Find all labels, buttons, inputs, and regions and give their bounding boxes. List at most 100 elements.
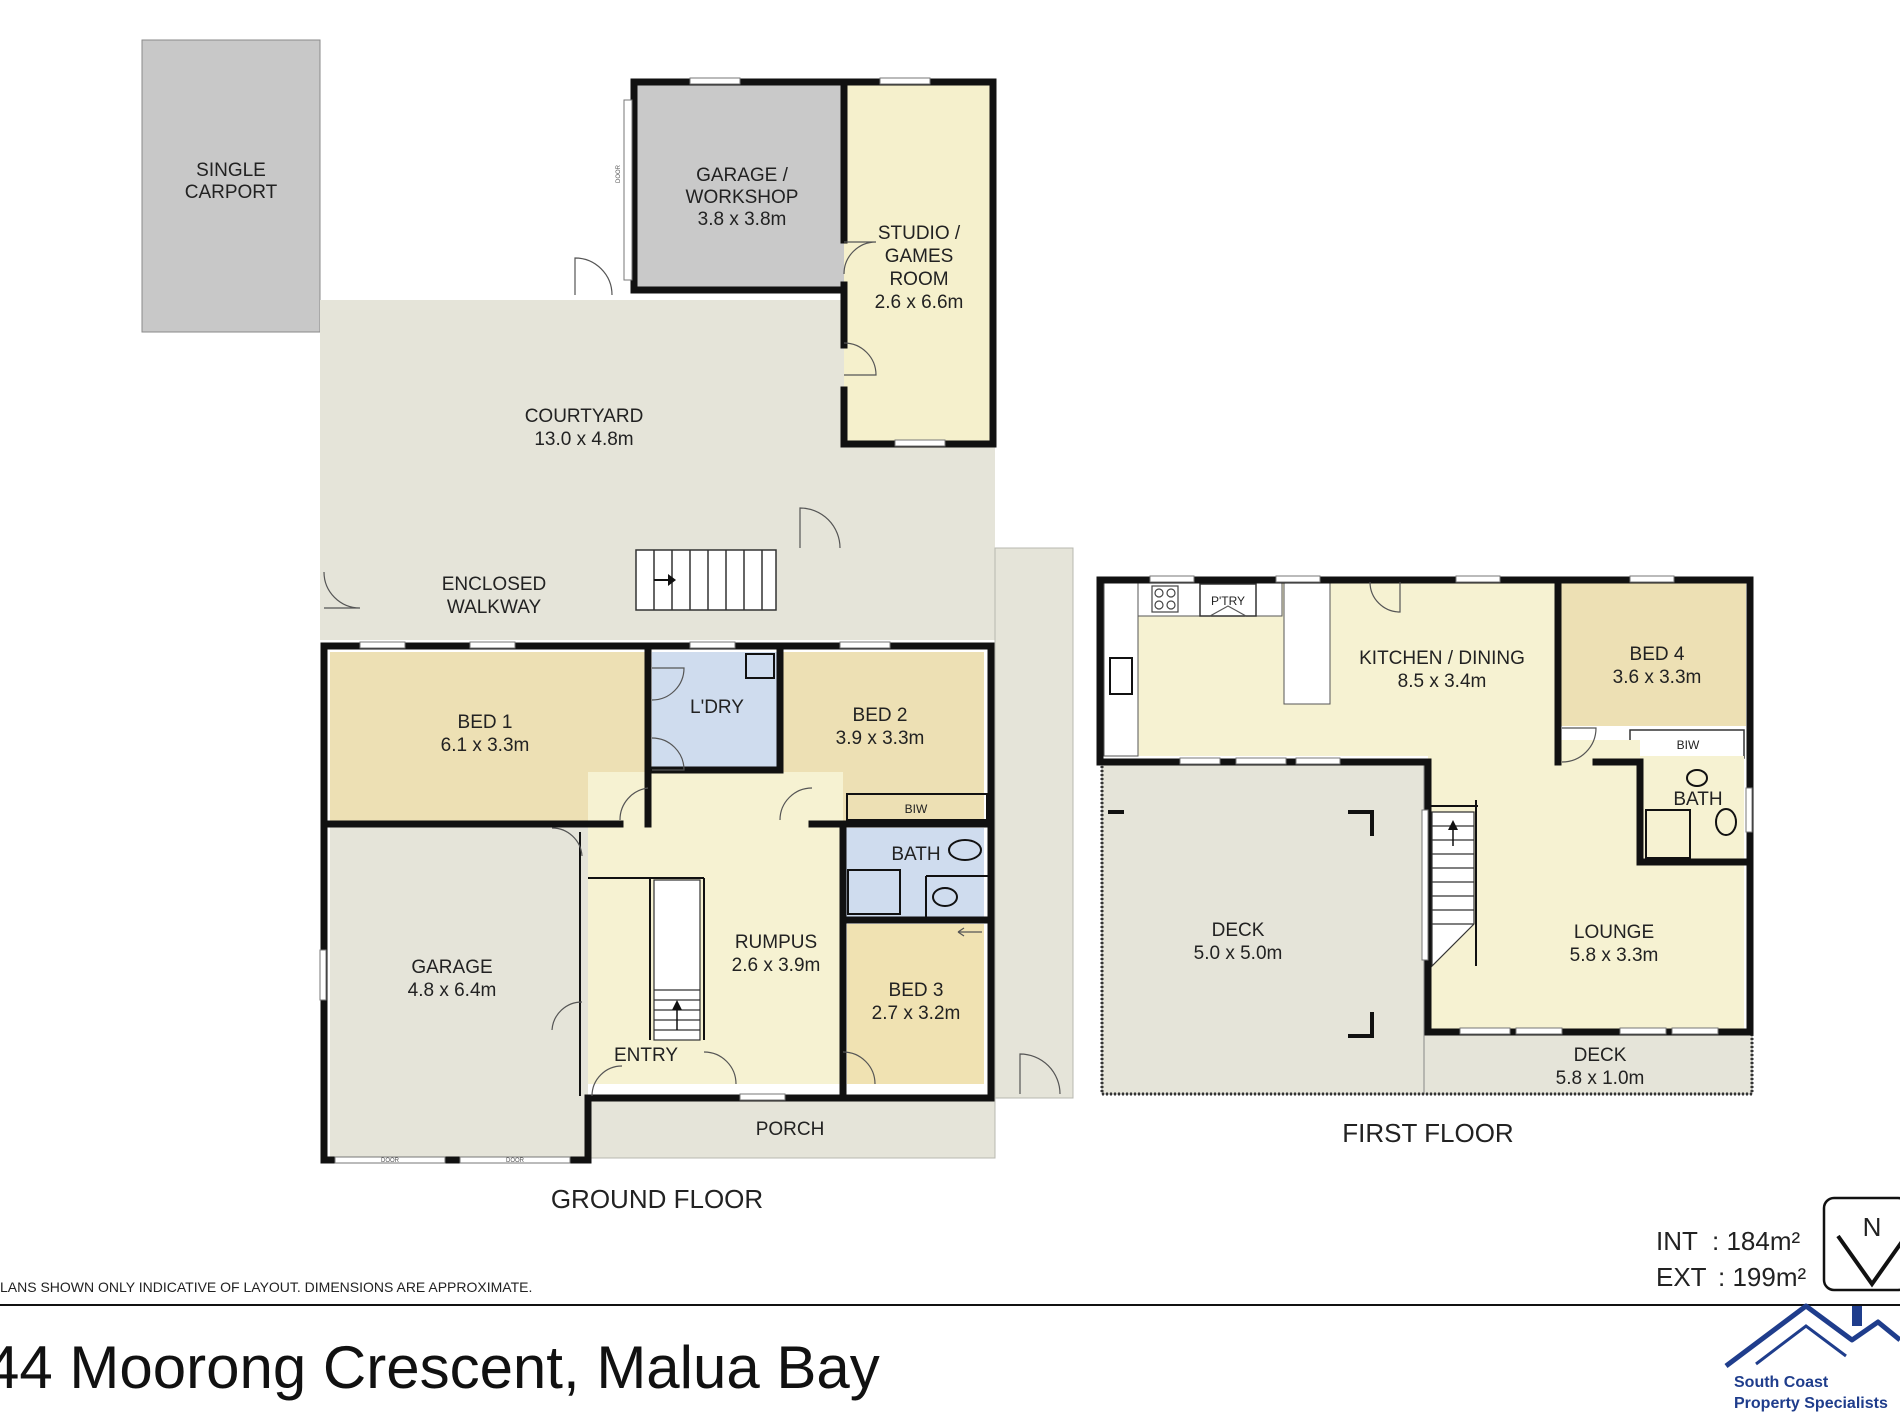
door-swing [551, 827, 583, 857]
door-swing [574, 257, 613, 296]
biw-ground-label: BIW [905, 802, 928, 816]
bed2-size: 3.9 x 3.3m [836, 728, 925, 749]
carport-area [141, 39, 321, 333]
window [469, 641, 516, 649]
door-swing [703, 1051, 737, 1085]
deck-corner-mark [1348, 1012, 1374, 1038]
studio-walls [840, 78, 997, 448]
workshop-side-door [623, 99, 633, 281]
sliding-door [1619, 1027, 1667, 1035]
deck-main-label: DECK [1212, 920, 1265, 941]
door-swing [551, 1001, 583, 1031]
bath-first-label: BATH [1673, 789, 1722, 810]
compass-north-letter: N [1863, 1212, 1882, 1242]
ground-floor-label: GROUND FLOOR [551, 1184, 763, 1214]
bed3-size: 2.7 x 3.2m [872, 1003, 961, 1024]
door-swing [619, 787, 649, 821]
lounge-size: 5.8 x 3.3m [1570, 945, 1659, 966]
bed4-area [1560, 582, 1746, 726]
laundry-area [652, 652, 778, 768]
cooktop [1151, 585, 1179, 613]
ext-area-value: : 199m² [1718, 1262, 1806, 1292]
window [359, 641, 406, 649]
studio-size: 2.6 x 6.6m [875, 292, 964, 313]
door-swing [651, 667, 685, 701]
garage-size: 4.8 x 6.4m [408, 980, 497, 1001]
porch-label: PORCH [756, 1119, 825, 1140]
window [1275, 575, 1321, 583]
entry-label: ENTRY [614, 1045, 678, 1066]
laundry-label: L'DRY [690, 697, 744, 718]
workshop-area [634, 84, 844, 290]
property-address: 44 Moorong Crescent, Malua Bay [0, 1334, 880, 1401]
door-swing [799, 507, 841, 549]
pantry-label: P'TRY [1211, 594, 1245, 608]
biw-first-label: BIW [1677, 738, 1700, 752]
bed3-area [847, 924, 984, 1084]
bed1-size: 6.1 x 3.3m [441, 735, 530, 756]
deck-front-size: 5.8 x 1.0m [1556, 1068, 1645, 1089]
door-mark: DOOR [506, 1158, 525, 1164]
walkway-side-area [994, 547, 1074, 1099]
walkway-label-1: ENCLOSED [442, 574, 547, 595]
workshop-label-1: GARAGE / [696, 165, 789, 186]
door-arrow [957, 927, 982, 937]
pantry-area [1199, 583, 1257, 617]
studio-label-3: ROOM [889, 269, 948, 290]
window [894, 439, 946, 447]
agency-logo [1724, 1303, 1900, 1368]
garage-area [330, 826, 588, 1162]
kitchen-label: KITCHEN / DINING [1359, 648, 1525, 669]
door-mark: DOOR [616, 164, 622, 183]
garage-roller-door [459, 1156, 571, 1164]
window [879, 77, 931, 85]
deck-front-area [1423, 1033, 1753, 1095]
garage-roller-door [334, 1156, 446, 1164]
window [1629, 575, 1675, 583]
window [319, 949, 327, 1001]
toilet [1715, 808, 1737, 836]
logo-line-2: Property Specialists [1734, 1395, 1888, 1412]
window [739, 1093, 786, 1101]
courtyard-size: 13.0 x 4.8m [534, 429, 633, 450]
window [689, 77, 741, 85]
door-swing [323, 571, 361, 609]
rumpus-size: 2.6 x 3.9m [732, 955, 821, 976]
garage-label: GARAGE [411, 957, 492, 978]
disclaimer: LANS SHOWN ONLY INDICATIVE OF LAYOUT. DI… [0, 1279, 532, 1295]
studio-area [844, 84, 992, 442]
sliding-door [1459, 1027, 1511, 1035]
int-area-value: : 184m² [1712, 1226, 1800, 1256]
workshop-walls [630, 78, 848, 294]
kitchen-sink [1109, 657, 1133, 695]
sliding-door [1179, 757, 1221, 765]
int-area-label: INT [1656, 1226, 1698, 1256]
logo-line-1: South Coast [1734, 1374, 1829, 1391]
deck-main-size: 5.0 x 5.0m [1194, 943, 1283, 964]
door-swing [1561, 727, 1597, 763]
door-swing [651, 737, 685, 771]
biw-ground [846, 793, 988, 821]
ext-area-label: EXT [1656, 1262, 1707, 1292]
bed1-label: BED 1 [458, 712, 513, 733]
basin [1686, 769, 1708, 787]
sliding-door [1671, 1027, 1719, 1035]
bath-ground-label: BATH [891, 844, 940, 865]
door-swing [843, 342, 877, 376]
rumpus-label: RUMPUS [735, 932, 817, 953]
shower [847, 869, 901, 915]
sliding-door [1295, 757, 1341, 765]
door-swing [1209, 605, 1247, 617]
first-floor-label: FIRST FLOOR [1342, 1118, 1513, 1148]
lounge-label: LOUNGE [1574, 922, 1654, 943]
studio-label-1: STUDIO / [878, 223, 961, 244]
first-floor-stairs [1431, 811, 1475, 968]
stair-arrow-head [668, 574, 676, 586]
window [839, 641, 891, 649]
deck-front-label: DECK [1574, 1045, 1627, 1066]
window [1745, 787, 1753, 833]
bath-area [843, 828, 984, 918]
shower [1645, 809, 1691, 859]
deck-corner-mark [1348, 810, 1374, 836]
